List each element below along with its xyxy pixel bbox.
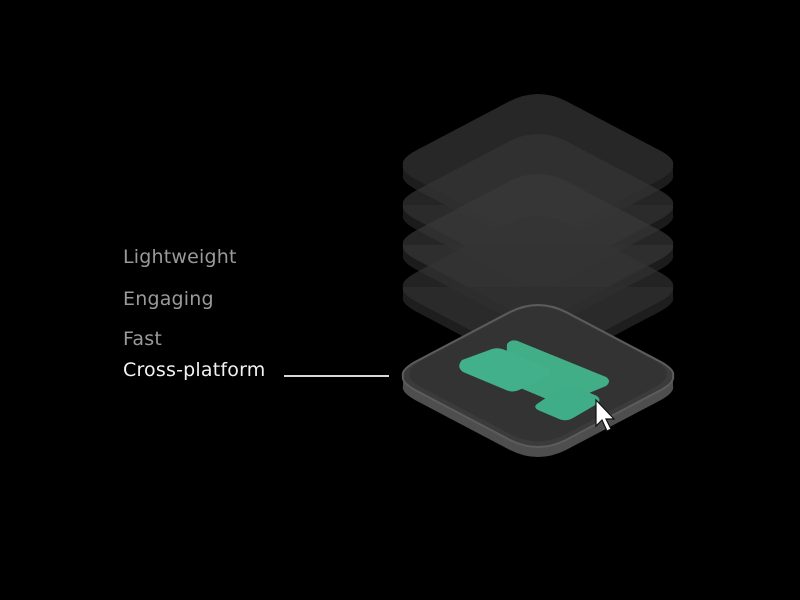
feature-engaging[interactable]: Engaging <box>123 288 214 310</box>
feature-lightweight[interactable]: Lightweight <box>123 246 237 268</box>
phone-tile <box>535 384 600 421</box>
feature-cross-platform[interactable]: Cross-platform <box>123 359 266 381</box>
cursor-arrow-icon <box>595 398 616 432</box>
feature-fast[interactable]: Fast <box>123 328 162 350</box>
connector-line <box>284 375 389 377</box>
desktop-tile <box>459 348 550 392</box>
device-tiles <box>459 340 609 421</box>
